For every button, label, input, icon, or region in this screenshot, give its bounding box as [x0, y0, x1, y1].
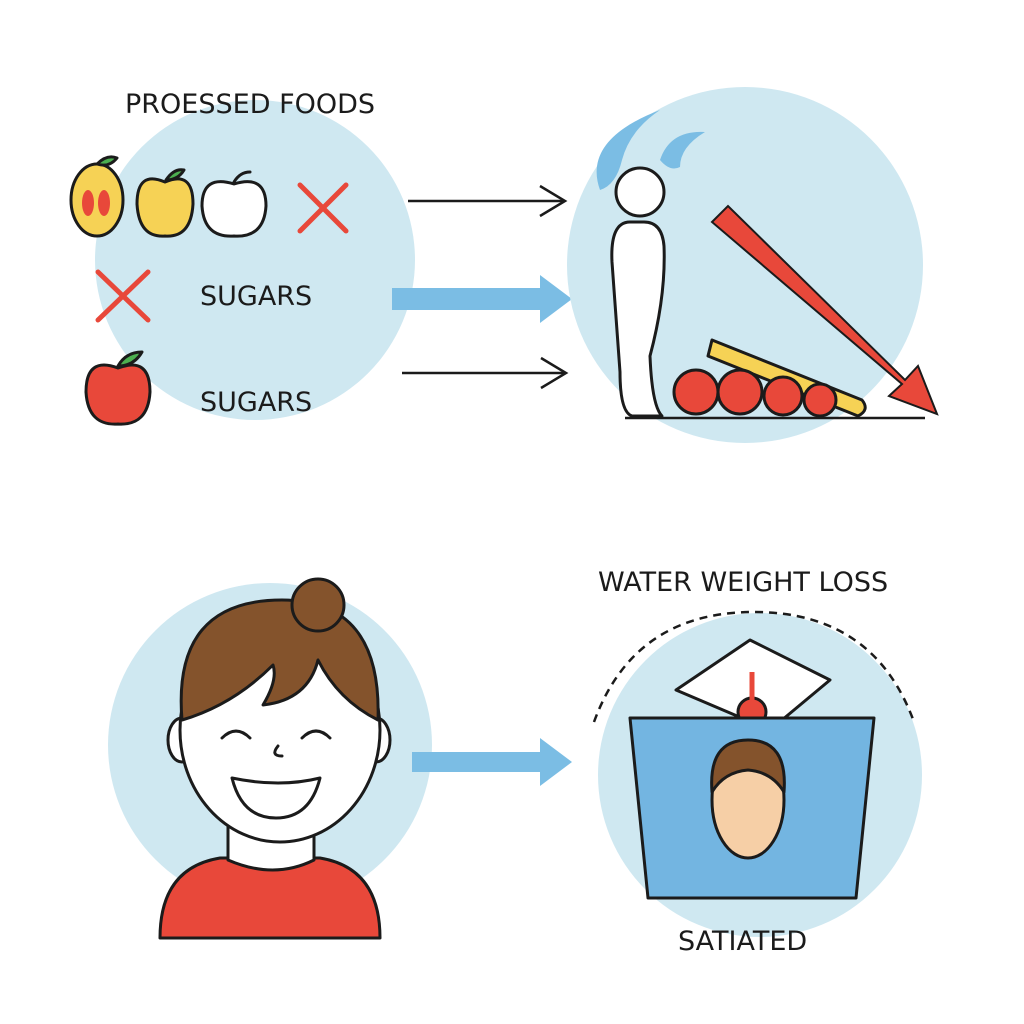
food-pile-icon: [672, 338, 867, 418]
blue-arrow-icon: [412, 738, 572, 786]
yellow-apple-icon: [135, 168, 195, 238]
x-mark-icon: [95, 269, 151, 323]
water-weight-loss-title: WATER WEIGHT LOSS: [598, 567, 888, 598]
satiated-caption: SATIATED: [678, 926, 807, 957]
processed-foods-title: PROESSED FOODS: [125, 89, 375, 120]
arrow-icon: [408, 184, 568, 218]
scale-icon: [628, 638, 876, 900]
water-splash-icon: [596, 110, 705, 190]
sugars-label: SUGARS: [200, 387, 312, 418]
red-down-arrow-icon: [710, 204, 939, 416]
blue-arrow-icon: [392, 275, 572, 323]
arrow-icon: [402, 356, 569, 390]
red-apple-icon: [84, 350, 152, 426]
smiling-woman: [158, 577, 392, 940]
sugars-label: SUGARS: [200, 281, 312, 312]
dashed-arc: [592, 610, 916, 723]
person-figure: [610, 166, 666, 418]
white-apple-icon: [200, 170, 268, 238]
orange-fruit-icon: [69, 155, 125, 238]
x-mark-icon: [297, 182, 349, 234]
